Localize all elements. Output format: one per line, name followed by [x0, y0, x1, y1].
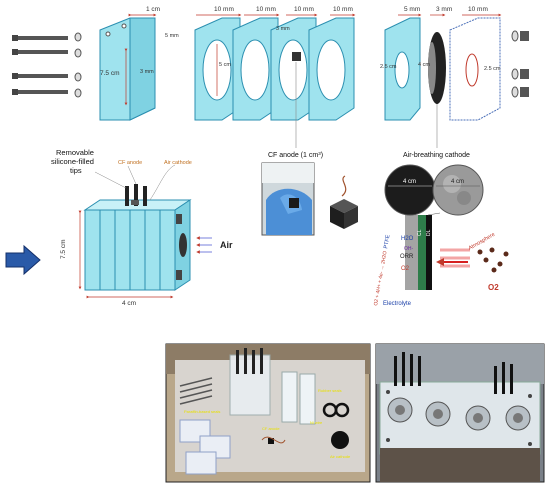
label-electrolyte: Electrolyte	[383, 301, 412, 307]
label-orr: ORR	[400, 254, 414, 260]
dim-75cm-b: 7.5 cm	[60, 239, 67, 259]
label-tips-1: Removable	[56, 148, 94, 157]
label-ptfe: PTFE	[383, 234, 391, 249]
photo-label-paraffin: Paraffin-based seals	[184, 409, 220, 414]
circle-label-left: 4 cm	[403, 179, 416, 185]
bolt	[12, 49, 68, 55]
frame-plate-2	[232, 17, 279, 121]
cf-anode-photo	[261, 162, 315, 236]
cathode-plate-2	[449, 17, 501, 121]
label-o2-small: O2	[401, 266, 410, 272]
label-tips-2: silicone-filled	[51, 157, 94, 166]
cathode-cross-section	[405, 212, 509, 290]
dim-4cm-a: 4 cm	[418, 62, 430, 68]
label-h2o: H2O	[401, 236, 414, 242]
dim-3mm-a: 3 mm	[140, 69, 154, 75]
photo-label-rubber-seals: Rubber seals	[318, 388, 342, 393]
dim-3mm-c: 3 mm	[436, 6, 452, 13]
dim-75cm-a: 7.5 cm	[100, 70, 120, 77]
cathode-plate-1	[384, 17, 421, 121]
dim-10mm-1: 10 mm	[214, 6, 234, 13]
photo-label-air-cathode: Air cathode	[330, 454, 351, 459]
end-plate-left	[99, 17, 156, 121]
bolts-group	[12, 32, 82, 98]
label-cl: CL	[417, 229, 423, 236]
dim-5cm: 5 cm	[219, 62, 231, 68]
dim-10mm-5: 10 mm	[468, 6, 488, 13]
assembled-cell	[83, 184, 192, 291]
dim-10mm-2: 10 mm	[256, 6, 276, 13]
bolt	[12, 35, 68, 41]
nuts-right	[511, 30, 529, 98]
bolt	[12, 73, 68, 79]
label-oh: OH-	[404, 246, 414, 252]
dim-25cm-a: 2.5 cm	[380, 64, 397, 70]
dim-10mm-4: 10 mm	[333, 6, 353, 13]
frame-plate-4	[308, 17, 355, 121]
dim-1cm: 1 cm	[146, 6, 160, 13]
label-air: Air	[220, 240, 233, 250]
label-o2-big: O2	[488, 283, 499, 292]
frame-plate-3	[270, 17, 317, 121]
dim-10mm-3: 10 mm	[294, 6, 314, 13]
circle-label-right: 4 cm	[451, 179, 464, 185]
photo-assembled-stack	[375, 343, 545, 483]
dim-25cm-b: 2.5 cm	[484, 66, 501, 72]
photo-label-ni-wire: Ni wire	[310, 420, 323, 425]
bolt	[12, 89, 68, 95]
label-reaction: O2 + 4H+ + 4e- → 2H2O	[373, 251, 389, 307]
photo-label-cf-anode: CF anode	[262, 426, 280, 431]
cf-anode-title: CF anode (1 cm3)	[268, 151, 323, 159]
label-cf-anode: CF anode	[118, 160, 142, 166]
abc-title: Air-breathing cathode	[403, 152, 470, 159]
dim-5mm-b: 5 mm	[404, 6, 420, 13]
photo-components	[165, 343, 371, 483]
label-dl: DL	[426, 229, 432, 236]
dim-4cm-b: 4 cm	[122, 300, 136, 307]
big-blue-arrow	[5, 244, 41, 276]
dim-5mm-a: 5 mm	[165, 33, 179, 39]
cathode-circles	[384, 164, 484, 216]
label-tips-3: tips	[70, 166, 82, 175]
cf-anode-cube	[330, 175, 358, 229]
label-air-cathode: Air cathode	[164, 160, 192, 166]
cathode-disc	[428, 32, 446, 104]
dim-3mm-b: 3 mm	[276, 26, 290, 32]
